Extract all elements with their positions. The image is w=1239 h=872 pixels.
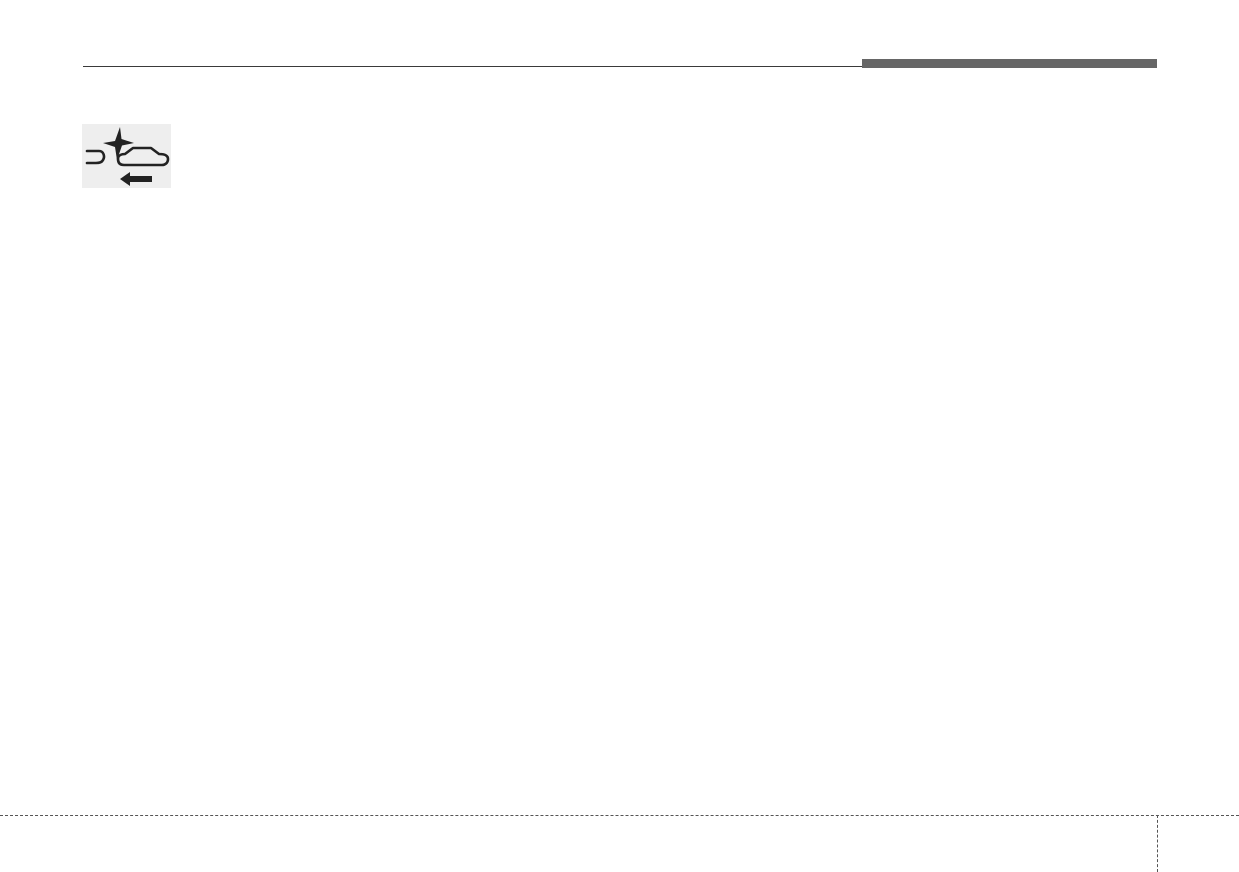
header-section-tab xyxy=(862,59,1157,68)
footer-dashed-tick xyxy=(1157,815,1158,872)
header-rule xyxy=(83,66,1157,67)
own-car-outline-icon xyxy=(116,146,170,167)
arrow-left-icon xyxy=(120,172,152,186)
forward-collision-warning-icon xyxy=(82,124,171,188)
front-car-outline-icon xyxy=(85,149,106,165)
footer-dashed-rule xyxy=(0,815,1239,816)
collision-star-icon xyxy=(103,127,134,160)
